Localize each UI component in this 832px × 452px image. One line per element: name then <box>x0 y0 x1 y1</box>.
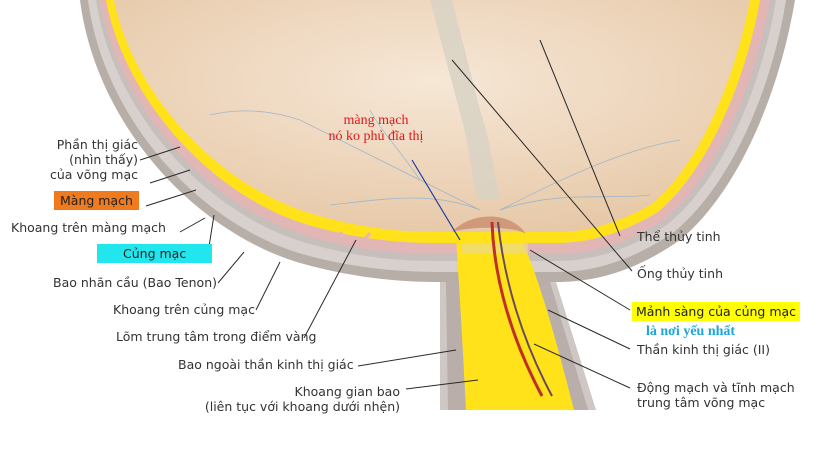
retinal-vessels <box>209 109 681 211</box>
label-tenon-capsule: Bao nhãn cầu (Bao Tenon) <box>53 275 217 290</box>
label-intervaginal-space: Khoang gian bao (liên tục với khoang dướ… <box>204 384 400 414</box>
eyeball-wall <box>80 0 795 282</box>
label-suprachoroid-space: Khoang trên màng mạch <box>11 220 166 235</box>
label-lens: Thể thủy tinh <box>637 229 721 244</box>
hyaloid-canal <box>430 0 500 200</box>
label-lamina-cribrosa: Mảnh sàng của củng mạc <box>632 302 801 321</box>
label-episcleral-space: Khoang trên củng mạc <box>113 302 255 317</box>
label-retina-visual-part: Phần thị giác (nhìn thấy) của võng mạc <box>49 137 138 182</box>
optic-nerve-body <box>456 236 574 410</box>
label-fovea: Lõm trung tâm trong điểm vàng <box>116 329 317 344</box>
central-artery <box>490 221 544 397</box>
note-weakest-point: là nơi yếu nhất <box>646 324 736 339</box>
label-optic-nerve: Thần kinh thị giác (II) <box>637 342 770 357</box>
label-choroid: Màng mạch <box>54 191 139 210</box>
note-choroid: màng mạch nó ko phủ đĩa thị <box>328 113 424 144</box>
leader-lines <box>139 39 633 390</box>
choroid-note-arrow <box>411 159 461 241</box>
central-vein <box>497 221 553 397</box>
vitreous-body <box>114 0 750 232</box>
label-central-vessels: Động mạch và tĩnh mạch trung tâm võng mạ… <box>637 380 795 410</box>
optic-disc <box>452 216 526 234</box>
label-hyaloid-canal: Ống thủy tinh <box>637 266 724 281</box>
label-optic-outer-sheath: Bao ngoài thần kinh thị giác <box>178 357 354 372</box>
label-sclera: Củng mạc <box>97 244 213 263</box>
